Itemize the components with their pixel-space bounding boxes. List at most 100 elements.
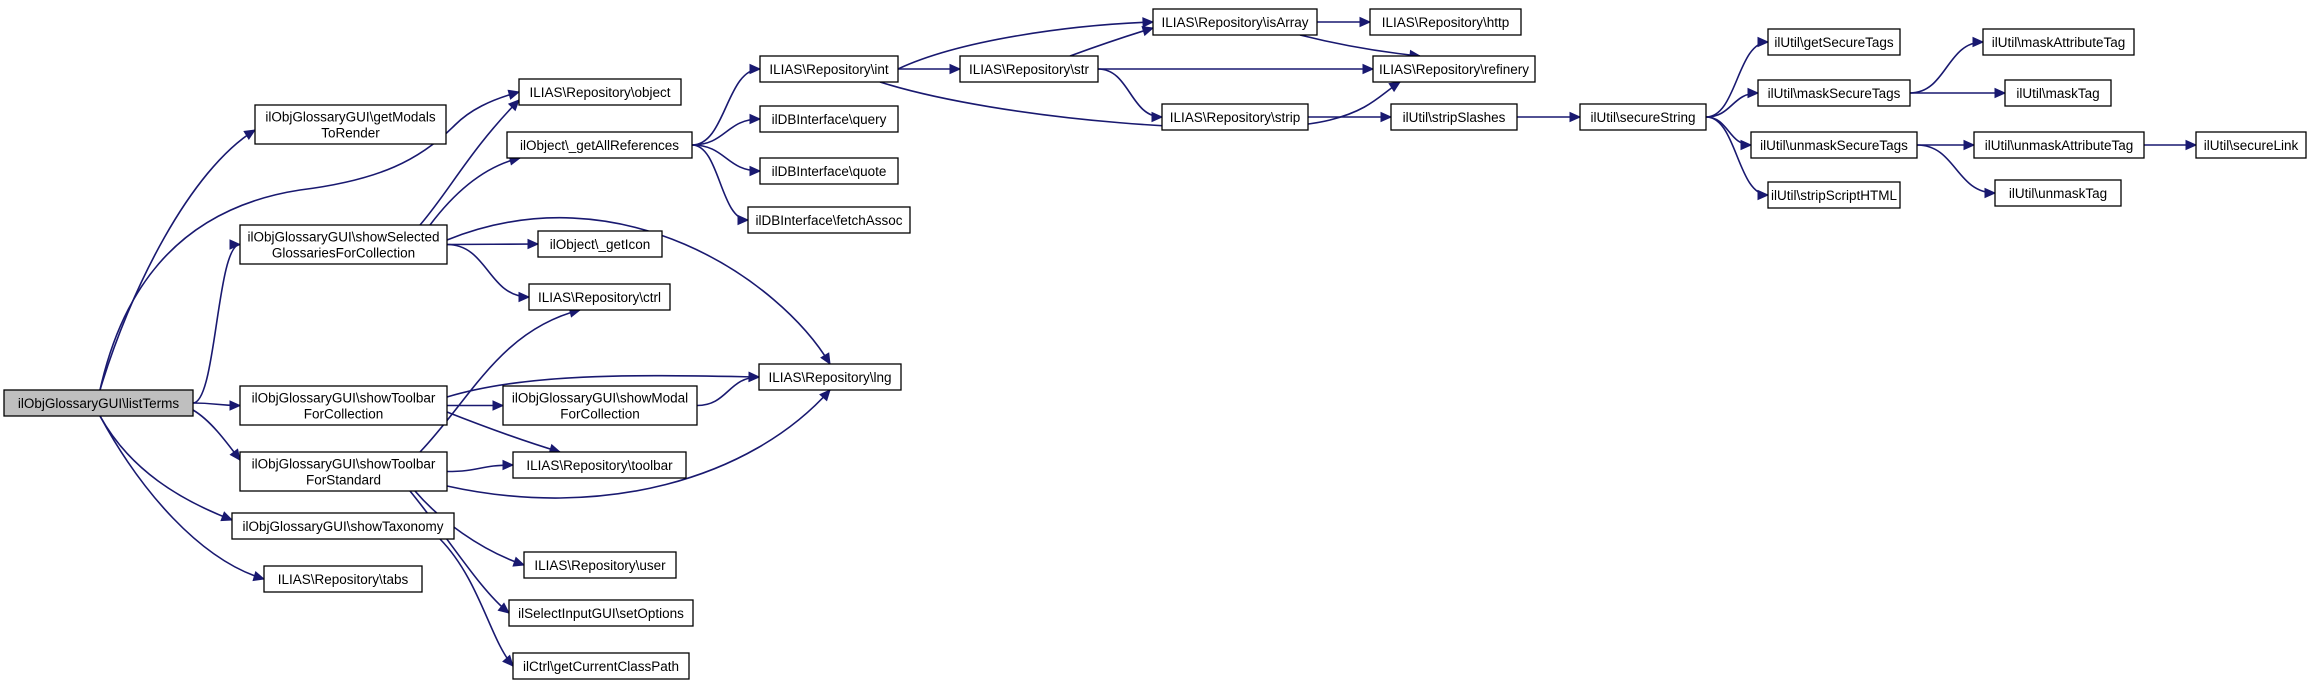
edge-line: [99, 129, 256, 391]
node-label: ilObjGlossaryGUI\showToolbar: [252, 457, 436, 472]
node-label: ILIAS\Repository\refinery: [1379, 62, 1529, 77]
node-label: ilUtil\stripSlashes: [1403, 110, 1506, 125]
node-toolbar[interactable]: ILIAS\Repository\toolbar: [512, 451, 687, 479]
node-box: [506, 131, 693, 159]
node-stripScriptHTML[interactable]: ilUtil\stripScriptHTML: [1767, 181, 1901, 209]
edge-listTerms-to-tbCollection: [192, 400, 242, 411]
node-stripSlashes[interactable]: ilUtil\stripSlashes: [1390, 103, 1518, 131]
node-isArray[interactable]: ILIAS\Repository\isArray: [1152, 8, 1318, 36]
node-box: [254, 104, 447, 145]
node-unmaskAttributeTag[interactable]: ilUtil\unmaskAttributeTag: [1973, 131, 2145, 159]
node-getIcon[interactable]: ilObject\_getIcon: [537, 230, 663, 258]
node-label: ilObject\_getAllReferences: [520, 138, 679, 153]
node-str[interactable]: ILIAS\Repository\str: [959, 55, 1099, 83]
node-label: ilDBInterface\fetchAssoc: [755, 213, 902, 228]
node-maskSecureTags[interactable]: ilUtil\maskSecureTags: [1757, 79, 1911, 107]
node-strip[interactable]: ILIAS\Repository\strip: [1161, 103, 1309, 131]
node-label: ilObjGlossaryGUI\showTaxonomy: [242, 519, 443, 534]
edge-showSelected-to-ctrl: [446, 243, 531, 303]
node-label: ilSelectInputGUI\setOptions: [518, 606, 684, 621]
node-box: [512, 451, 687, 479]
node-user[interactable]: ILIAS\Repository\user: [523, 551, 677, 579]
node-label: ilObjGlossaryGUI\getModals: [265, 110, 436, 125]
node-secureLink[interactable]: ilUtil\secureLink: [2195, 131, 2307, 159]
node-box: [2004, 79, 2112, 107]
node-http[interactable]: ILIAS\Repository\http: [1369, 8, 1522, 36]
node-fetchAssoc[interactable]: ilDBInterface\fetchAssoc: [747, 206, 911, 234]
node-maskTag[interactable]: ilUtil\maskTag: [2004, 79, 2112, 107]
edge-arrowhead: [820, 352, 831, 366]
node-object[interactable]: ILIAS\Repository\object: [518, 78, 682, 106]
node-secureString[interactable]: ilUtil\secureString: [1579, 103, 1707, 131]
node-label: ILIAS\Repository\int: [769, 62, 889, 77]
node-getSecureTags[interactable]: ilUtil\getSecureTags: [1767, 28, 1901, 56]
edge-line: [419, 99, 520, 226]
edge-getAllRefs-to-int: [691, 63, 762, 146]
edge-unmaskAttributeTag-to-secureLink: [2144, 139, 2198, 151]
edge-arrowhead: [1757, 189, 1770, 201]
node-getAllRefs[interactable]: ilObject\_getAllReferences: [506, 131, 693, 159]
node-box: [2195, 131, 2307, 159]
node-label: ilUtil\unmaskSecureTags: [1760, 138, 1908, 153]
node-maskAttributeTag[interactable]: ilUtil\maskAttributeTag: [1982, 28, 2135, 56]
edge-arrowhead: [229, 400, 242, 411]
node-label: ilObject\_getIcon: [550, 237, 651, 252]
node-lng[interactable]: ILIAS\Repository\lng: [758, 363, 902, 391]
edge-maskSecureTags-to-maskTag: [1910, 87, 2007, 99]
node-tabs[interactable]: ILIAS\Repository\tabs: [263, 565, 423, 593]
edge-line: [1705, 116, 1752, 146]
node-box: [523, 551, 677, 579]
node-getCurrentClassPath[interactable]: ilCtrl\getCurrentClassPath: [512, 652, 690, 680]
edge-listTerms-to-showSelected: [192, 239, 242, 404]
edge-unmaskSecureTags-to-unmaskTag: [1916, 144, 1997, 199]
node-box: [1973, 131, 2145, 159]
edge-arrowhead: [1151, 111, 1164, 123]
node-box: [231, 512, 455, 540]
edge-arrowhead: [748, 371, 761, 383]
node-box: [1982, 28, 2135, 56]
node-listTerms[interactable]: ilObjGlossaryGUI\listTerms: [3, 389, 194, 417]
node-label: ilUtil\maskTag: [2016, 86, 2099, 101]
node-unmaskTag[interactable]: ilUtil\unmaskTag: [1994, 179, 2122, 207]
node-ctrl[interactable]: ILIAS\Repository\ctrl: [528, 283, 671, 311]
edge-secureString-to-maskSecureTags: [1705, 87, 1760, 118]
node-label: ForCollection: [304, 407, 384, 422]
edge-arrowhead: [492, 400, 505, 411]
edge-unmaskSecureTags-to-unmaskAttributeTag: [1917, 139, 1976, 151]
edge-arrowhead: [1963, 139, 1976, 151]
node-label: ILIAS\Repository\isArray: [1161, 15, 1308, 30]
node-label: ILIAS\Repository\user: [534, 558, 666, 573]
edge-strip-to-stripSlashes: [1308, 111, 1393, 123]
edge-line: [446, 389, 831, 499]
node-showSelected[interactable]: ilObjGlossaryGUI\showSelectedGlossariesF…: [239, 224, 448, 265]
edge-line: [446, 243, 539, 246]
node-quote[interactable]: ilDBInterface\quote: [759, 157, 899, 185]
node-label: ForStandard: [306, 473, 381, 488]
edge-str-to-strip: [1097, 68, 1164, 123]
node-box: [502, 385, 698, 426]
edge-arrowhead: [1757, 36, 1770, 48]
edge-line: [439, 538, 514, 667]
node-refinery[interactable]: ILIAS\Repository\refinery: [1372, 55, 1536, 83]
edge-str-to-isArray: [1069, 26, 1155, 57]
node-int[interactable]: ILIAS\Repository\int: [759, 55, 899, 83]
edge-arrowhead: [1984, 187, 1997, 199]
edge-secureString-to-getSecureTags: [1705, 36, 1770, 118]
edge-line: [419, 309, 581, 453]
edge-arrowhead: [749, 63, 762, 75]
node-label: ilUtil\getSecureTags: [1774, 35, 1894, 50]
node-label: ilDBInterface\query: [772, 112, 887, 127]
edge-arrowhead: [518, 291, 531, 303]
node-showTaxonomy[interactable]: ilObjGlossaryGUI\showTaxonomy: [231, 512, 455, 540]
node-unmaskSecureTags[interactable]: ilUtil\unmaskSecureTags: [1750, 131, 1918, 159]
edge-tbStandard-to-ctrl: [419, 307, 582, 453]
node-setOptions[interactable]: ilSelectInputGUI\setOptions: [508, 599, 694, 627]
node-query[interactable]: ilDBInterface\query: [759, 105, 899, 133]
node-tbCollection[interactable]: ilObjGlossaryGUI\showToolbarForCollectio…: [239, 385, 448, 426]
edge-line: [446, 243, 530, 298]
edge-arrowhead: [1740, 139, 1753, 151]
